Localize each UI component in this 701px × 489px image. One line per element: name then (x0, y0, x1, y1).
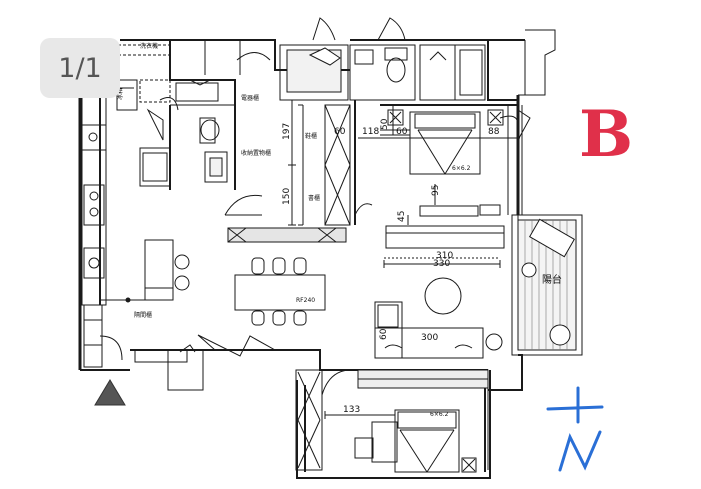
dim-88: 88 (488, 127, 500, 137)
outer-walls (78, 39, 525, 479)
top-left-cabinets (118, 44, 171, 103)
second-bedroom (324, 409, 477, 473)
storage-b-label: 書櫃 (308, 194, 320, 202)
unit-label: B (579, 97, 634, 172)
laundry-label: 洗衣機 (140, 42, 158, 50)
storage-c-label: 鞋櫃 (305, 132, 317, 140)
compass-north-icon (546, 386, 604, 472)
dining-area (99, 239, 326, 361)
dining-table-label: RF240 (296, 297, 315, 304)
page-indicator: 1/1 (40, 38, 120, 98)
top-right-corner (518, 29, 556, 96)
dim-300: 300 (421, 333, 438, 343)
balcony-label: 陽台 (542, 273, 562, 286)
dim-330: 330 (433, 259, 450, 269)
utility-walls (139, 40, 263, 216)
dim-150: 150 (282, 188, 292, 205)
dim-50: 50 (380, 118, 390, 130)
bottom-structures (134, 334, 489, 471)
dim-95: 95 (431, 185, 441, 196)
fridge-label: 冰箱 (116, 88, 124, 100)
dim-vertical (288, 99, 296, 226)
master-dims (358, 105, 520, 139)
bed-size-master: 6×6.2 (452, 165, 471, 172)
living-room (374, 257, 503, 359)
storage-d-label: 隔間櫃 (134, 311, 152, 319)
dim-60-a: 60 (334, 127, 346, 137)
balcony (511, 214, 583, 356)
center-wardrobe (298, 100, 373, 226)
tv-console-bar (227, 227, 347, 243)
dim-60-c: 60 (379, 328, 389, 340)
storage-a-label: 收納置物櫃 (241, 149, 271, 157)
cabinet-tall-label: 電器櫃 (241, 94, 259, 102)
bed-size-second: 6×6.2 (430, 411, 449, 418)
dim-45: 45 (397, 211, 407, 222)
kitchen-counter (81, 79, 138, 368)
dim-118: 118 (362, 127, 379, 137)
dim-60-b: 60 (396, 127, 408, 137)
right-wall-strips (507, 105, 523, 215)
bathroom-top (279, 44, 486, 101)
dim-133: 133 (343, 405, 360, 415)
master-bedroom (380, 104, 531, 249)
entrance-marker-icon (94, 379, 126, 406)
dim-197: 197 (282, 123, 292, 140)
dim-310: 310 (436, 251, 453, 261)
